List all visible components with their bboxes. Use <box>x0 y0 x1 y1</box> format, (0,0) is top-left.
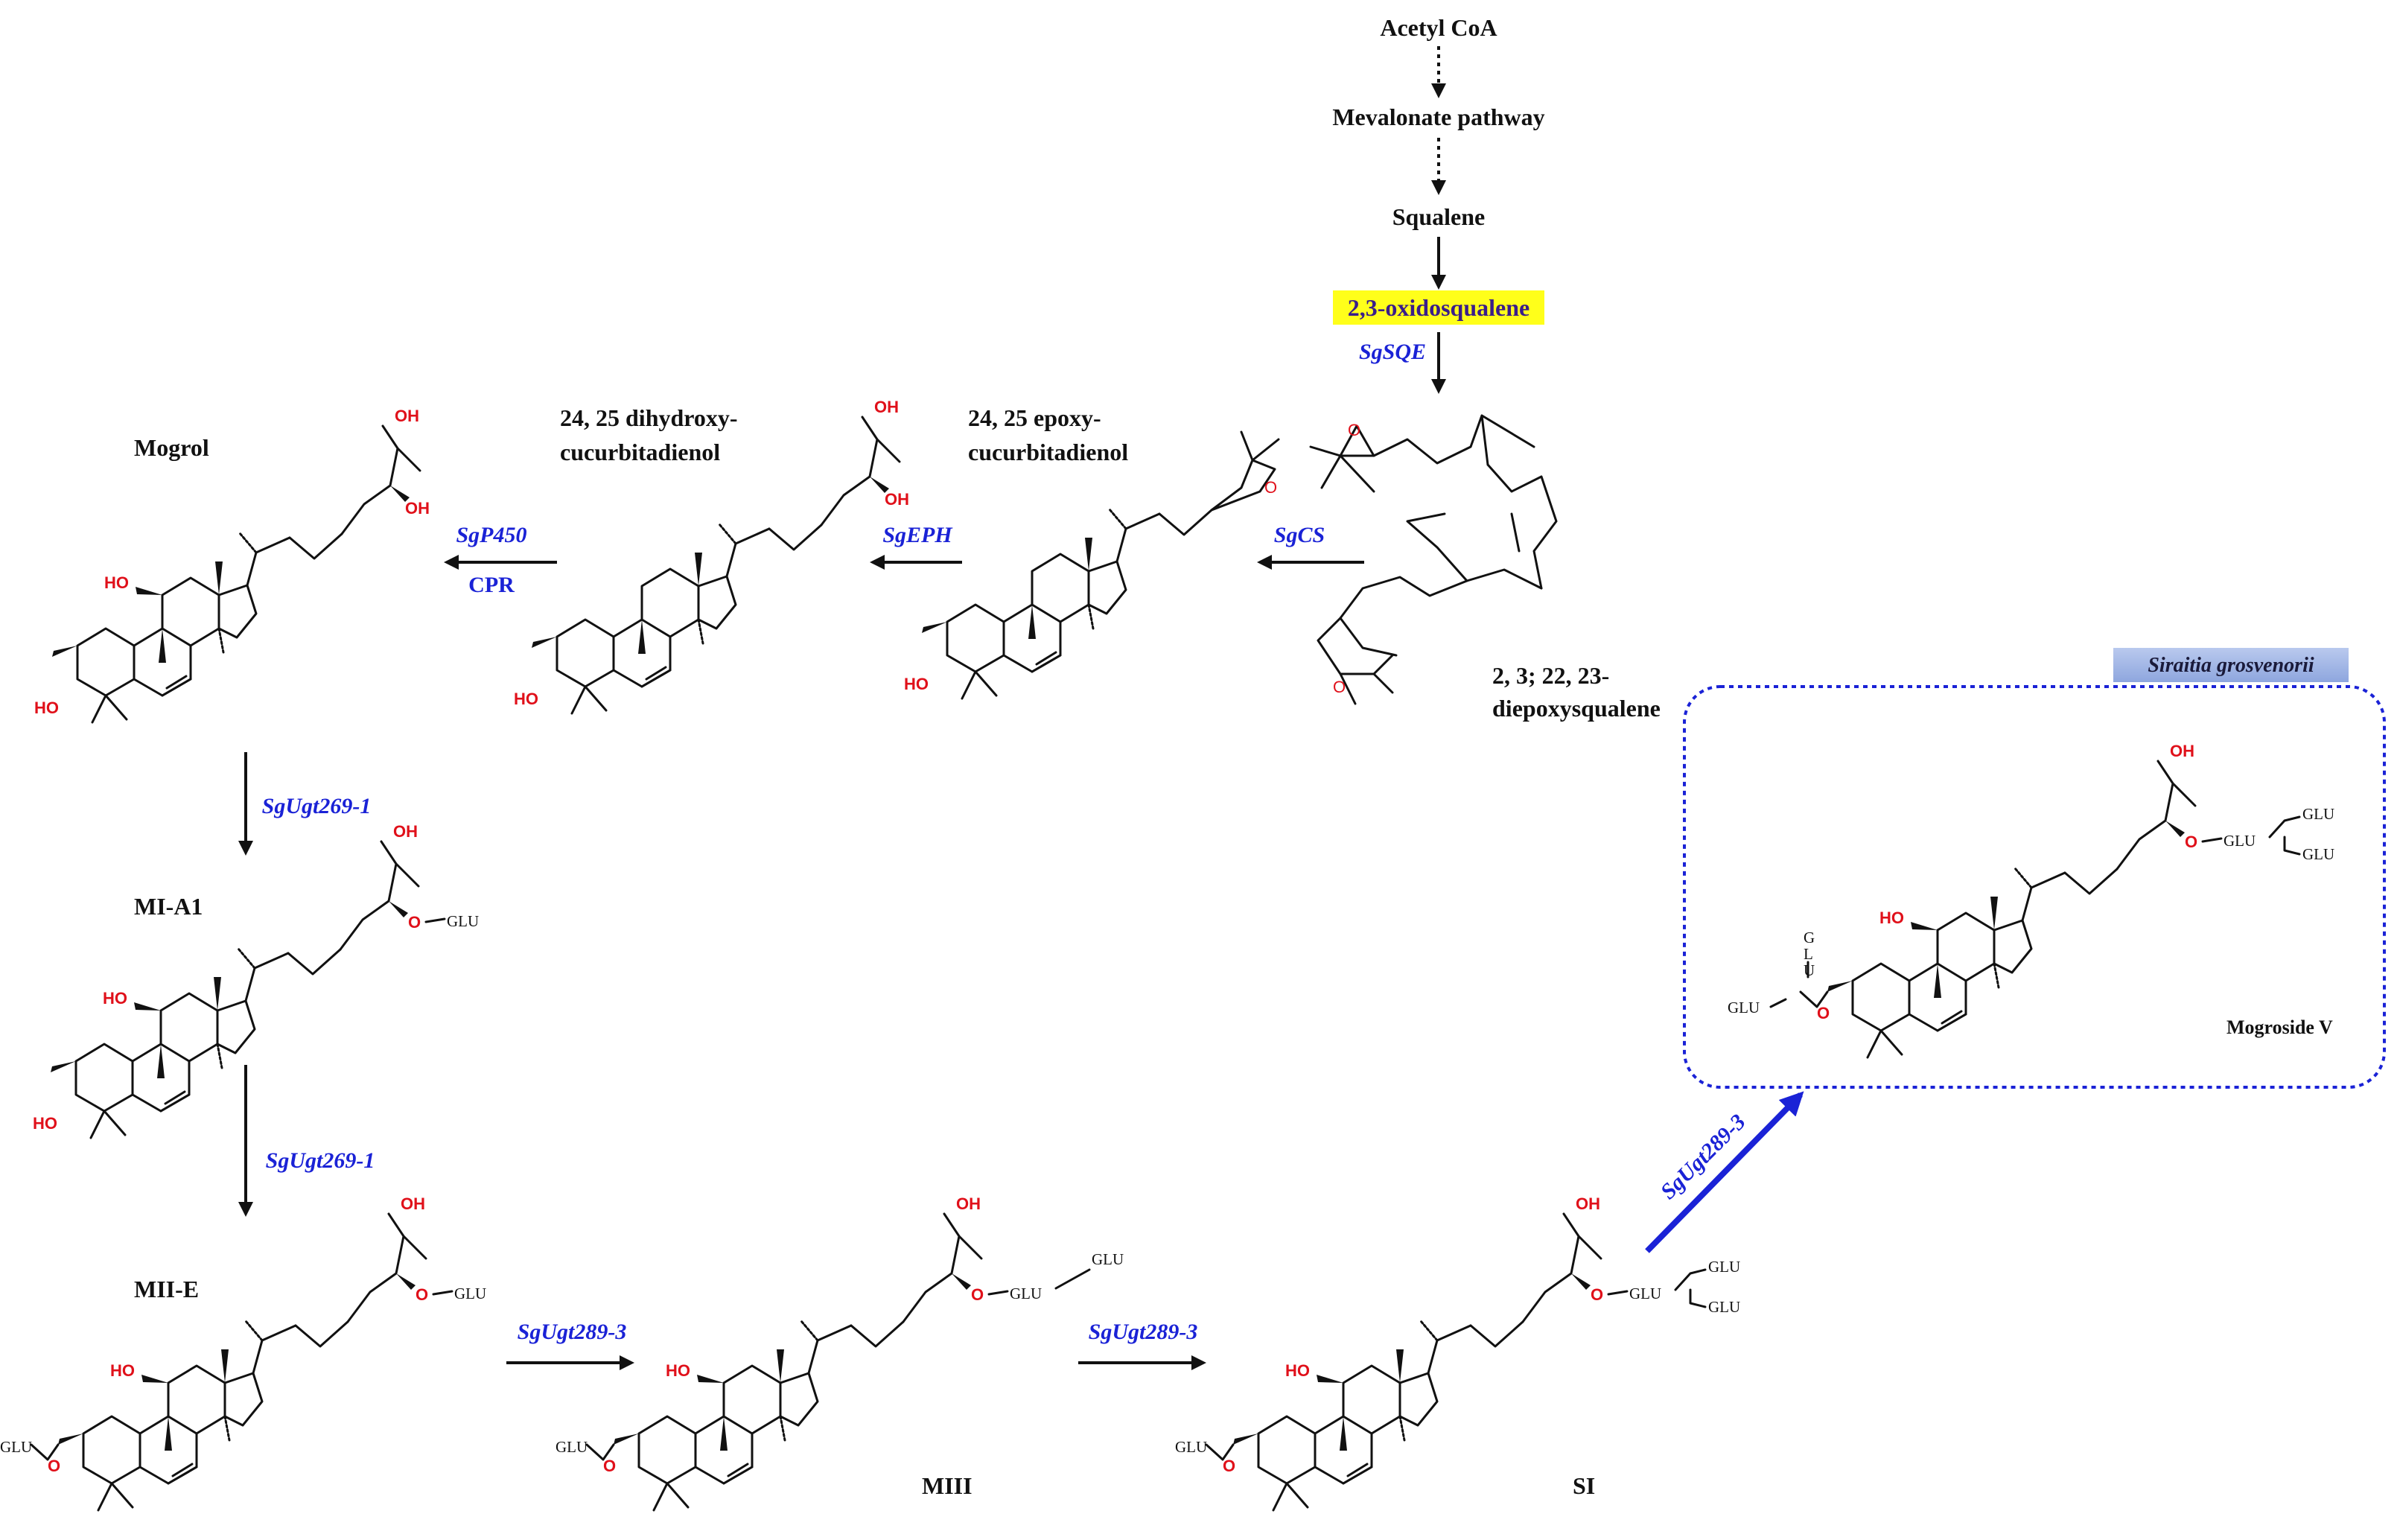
svg-text:HO: HO <box>904 675 929 693</box>
svg-text:HO: HO <box>666 1361 690 1380</box>
svg-text:OH: OH <box>1576 1194 1600 1213</box>
svg-text:O: O <box>48 1457 60 1475</box>
oxidosqualene-label: 2,3-oxidosqualene <box>1348 294 1529 321</box>
svg-text:OH: OH <box>393 822 418 841</box>
svg-text:O: O <box>1223 1457 1235 1475</box>
diepoxysqualene-structure: O O <box>1309 414 1558 705</box>
dihydroxy-label-1: 24, 25 dihydroxy- <box>560 404 738 431</box>
svg-text:OH: OH <box>956 1194 981 1213</box>
si-label: SI <box>1573 1472 1595 1499</box>
svg-text:O: O <box>2185 833 2197 851</box>
epoxide-o-1: O <box>1348 421 1360 439</box>
svg-text:GLU: GLU <box>1629 1285 1661 1302</box>
svg-text:GLU: GLU <box>2302 805 2334 823</box>
svg-text:GLU: GLU <box>1092 1250 1124 1268</box>
svg-text:GLU: GLU <box>454 1285 486 1302</box>
mogroside-v-structure: HO O GLU GLU GLU OH O G L U GLU <box>1728 742 2334 1059</box>
svg-text:OH: OH <box>395 407 419 425</box>
svg-text:U: U <box>1804 961 1815 979</box>
enzyme-sgsqe: SgSQE <box>1359 340 1426 364</box>
svg-text:HO: HO <box>34 699 59 717</box>
svg-text:OH: OH <box>405 499 430 518</box>
svg-text:HO: HO <box>1879 909 1904 927</box>
species-tab <box>2113 648 2349 682</box>
miii-label: MIII <box>922 1472 973 1499</box>
diepoxysqualene-label-2: diepoxysqualene <box>1492 695 1661 722</box>
miii-structure: HO O GLU GLU OH O GLU <box>556 1194 1124 1512</box>
diepoxysqualene-label-1: 2, 3; 22, 23- <box>1492 662 1609 689</box>
svg-text:HO: HO <box>1285 1361 1310 1380</box>
mogrol-structure: HO OH OH HO <box>34 407 430 724</box>
svg-text:O: O <box>1264 478 1277 497</box>
svg-text:HO: HO <box>33 1114 57 1133</box>
svg-text:GLU: GLU <box>1708 1258 1740 1276</box>
enzyme-sgugt269-b: SgUgt269-1 <box>266 1148 375 1173</box>
svg-text:O: O <box>603 1457 616 1475</box>
svg-text:O: O <box>1817 1004 1830 1022</box>
svg-text:OH: OH <box>2170 742 2194 760</box>
svg-text:O: O <box>408 913 421 932</box>
svg-text:GLU: GLU <box>556 1438 588 1456</box>
svg-text:G: G <box>1804 929 1815 946</box>
species-label: Siraitia grosvenorii <box>2148 654 2314 677</box>
miie-structure: HO O GLU OH O GLU <box>0 1194 486 1512</box>
miie-label: MII-E <box>134 1276 199 1302</box>
svg-text:HO: HO <box>103 989 127 1008</box>
si-structure: HO O GLU GLU GLU OH O GLU <box>1175 1194 1740 1512</box>
acetyl-coa-label: Acetyl CoA <box>1380 14 1497 41</box>
mevalonate-label: Mevalonate pathway <box>1332 104 1544 130</box>
svg-text:O: O <box>1591 1285 1603 1304</box>
svg-text:L: L <box>1804 945 1813 963</box>
svg-text:GLU: GLU <box>0 1438 32 1456</box>
enzyme-sgugt269-a: SgUgt269-1 <box>262 794 372 818</box>
mia1-label: MI-A1 <box>134 893 203 920</box>
svg-text:GLU: GLU <box>2223 832 2256 850</box>
mogrol-label: Mogrol <box>134 434 209 461</box>
svg-text:GLU: GLU <box>1728 999 1760 1016</box>
svg-text:HO: HO <box>110 1361 135 1380</box>
enzyme-cpr: CPR <box>468 573 515 597</box>
svg-text:OH: OH <box>885 490 909 509</box>
enzyme-sgugt289-a: SgUgt289-3 <box>518 1320 627 1344</box>
svg-text:O: O <box>416 1285 428 1304</box>
oxidosqualene-highlight <box>1333 290 1544 325</box>
svg-text:OH: OH <box>874 398 899 416</box>
epoxide-o-2: O <box>1333 678 1346 696</box>
dihydroxycucurbitadienol-structure: OH OH HO <box>514 398 909 715</box>
svg-text:HO: HO <box>104 573 129 592</box>
species-box <box>1683 685 2386 1089</box>
svg-text:O: O <box>971 1285 984 1304</box>
epoxy-label-1: 24, 25 epoxy- <box>968 404 1101 431</box>
enzyme-sgeph: SgEPH <box>882 523 953 547</box>
enzyme-sgcs: SgCS <box>1274 523 1325 547</box>
svg-text:GLU: GLU <box>2302 845 2334 863</box>
mogroside-v-label: Mogroside V <box>2226 1016 2333 1038</box>
svg-text:HO: HO <box>514 690 538 708</box>
epoxy-label-2: cucurbitadienol <box>968 439 1128 465</box>
svg-text:GLU: GLU <box>447 912 479 930</box>
svg-text:GLU: GLU <box>1175 1438 1207 1456</box>
svg-text:GLU: GLU <box>1708 1298 1740 1316</box>
enzyme-sgugt289-b: SgUgt289-3 <box>1089 1320 1198 1344</box>
squalene-label: Squalene <box>1392 203 1485 230</box>
enzyme-sgp450: SgP450 <box>456 523 526 547</box>
arrow-ugt289-c <box>1645 1091 1804 1253</box>
svg-text:GLU: GLU <box>1010 1285 1042 1302</box>
dihydroxy-label-2: cucurbitadienol <box>560 439 720 465</box>
mia1-structure: HO O GLU OH HO <box>33 822 479 1139</box>
epoxycucurbitadienol-structure: O HO <box>904 430 1280 700</box>
svg-text:OH: OH <box>401 1194 425 1213</box>
